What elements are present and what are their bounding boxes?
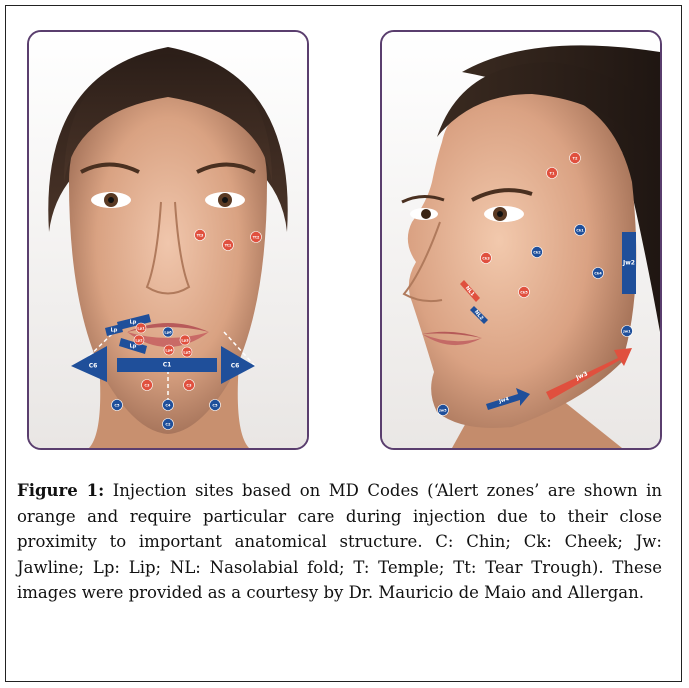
side-marker-ck1: Ck1 bbox=[575, 225, 586, 236]
front-marker-tt1: Tt1 bbox=[223, 240, 234, 251]
svg-text:Tt3: Tt3 bbox=[197, 233, 204, 237]
side-marker-jw5: Jw5 bbox=[438, 405, 449, 416]
svg-text:Ck5: Ck5 bbox=[520, 290, 528, 294]
svg-text:Jw2: Jw2 bbox=[622, 260, 635, 267]
svg-text:C5: C5 bbox=[212, 403, 218, 407]
svg-text:T1: T1 bbox=[550, 171, 555, 175]
front-marker-lp5: Lp5 bbox=[182, 347, 192, 357]
side-marker-jw1: Jw1 bbox=[622, 326, 633, 337]
front-marker-c3: C3 bbox=[142, 380, 153, 391]
svg-text:Lp: Lp bbox=[111, 328, 118, 334]
svg-text:C4: C4 bbox=[165, 403, 171, 407]
front-marker-tt2: Tt2 bbox=[251, 232, 262, 243]
svg-text:Ck3: Ck3 bbox=[482, 256, 490, 260]
svg-text:Ck2: Ck2 bbox=[533, 250, 541, 254]
front-marker-c3: C3 bbox=[184, 380, 195, 391]
front-marker-c2: C2 bbox=[163, 419, 174, 430]
svg-text:C2: C2 bbox=[165, 422, 171, 426]
side-marker-ck5: Ck5 bbox=[519, 287, 530, 298]
figure-caption: Figure 1: Injection sites based on MD Co… bbox=[17, 478, 662, 606]
svg-text:Ck1: Ck1 bbox=[576, 228, 584, 232]
side-marker-ck3: Ck3 bbox=[481, 253, 492, 264]
bar-jw2: Jw2 bbox=[622, 232, 636, 294]
front-marker-tt3: Tt3 bbox=[195, 230, 206, 241]
figure-label: Figure 1: bbox=[17, 481, 104, 500]
svg-text:Lp1: Lp1 bbox=[137, 326, 145, 330]
svg-text:Jw5: Jw5 bbox=[438, 408, 447, 412]
front-marker-lp3: Lp3 bbox=[180, 335, 190, 345]
svg-text:C1: C1 bbox=[163, 362, 172, 369]
front-marker-lp4: Lp4 bbox=[164, 345, 174, 355]
svg-text:Lp: Lp bbox=[130, 320, 137, 326]
svg-text:Lp5: Lp5 bbox=[183, 350, 191, 354]
front-marker-lp6: Lp6 bbox=[163, 327, 173, 337]
front-marker-c5: C5 bbox=[210, 400, 221, 411]
svg-text:Jw1: Jw1 bbox=[622, 329, 631, 333]
front-marker-c5: C5 bbox=[112, 400, 123, 411]
svg-text:T2: T2 bbox=[573, 156, 578, 160]
svg-text:C5: C5 bbox=[114, 403, 120, 407]
svg-text:C6: C6 bbox=[89, 363, 98, 370]
caption-text: Injection sites based on MD Codes (‘Aler… bbox=[17, 481, 662, 602]
front-marker-lp1: Lp1 bbox=[136, 323, 146, 333]
side-face-illustration: Jw2 Jw3 Jw4 NL1 NL2 T2T1Ck1Ck2Ck3Ck4Ck5J… bbox=[382, 32, 660, 448]
bar-c1: C1 bbox=[117, 358, 217, 372]
svg-text:C3: C3 bbox=[186, 383, 192, 387]
svg-text:Ck4: Ck4 bbox=[594, 271, 602, 275]
side-marker-t2: T2 bbox=[570, 153, 581, 164]
svg-text:C3: C3 bbox=[144, 383, 150, 387]
svg-text:Lp2: Lp2 bbox=[135, 338, 143, 342]
svg-text:Lp3: Lp3 bbox=[181, 338, 189, 342]
svg-text:C6: C6 bbox=[231, 363, 240, 370]
svg-text:Lp6: Lp6 bbox=[164, 330, 172, 334]
svg-text:Lp4: Lp4 bbox=[165, 348, 173, 352]
side-marker-ck2: Ck2 bbox=[532, 247, 543, 258]
side-marker-t1: T1 bbox=[547, 168, 558, 179]
side-marker-ck4: Ck4 bbox=[593, 268, 604, 279]
front-marker-c4: C4 bbox=[163, 400, 174, 411]
svg-text:Lp: Lp bbox=[130, 344, 137, 350]
svg-text:Tt2: Tt2 bbox=[253, 235, 260, 239]
front-marker-lp2: Lp2 bbox=[134, 335, 144, 345]
svg-text:Tt1: Tt1 bbox=[225, 243, 232, 247]
